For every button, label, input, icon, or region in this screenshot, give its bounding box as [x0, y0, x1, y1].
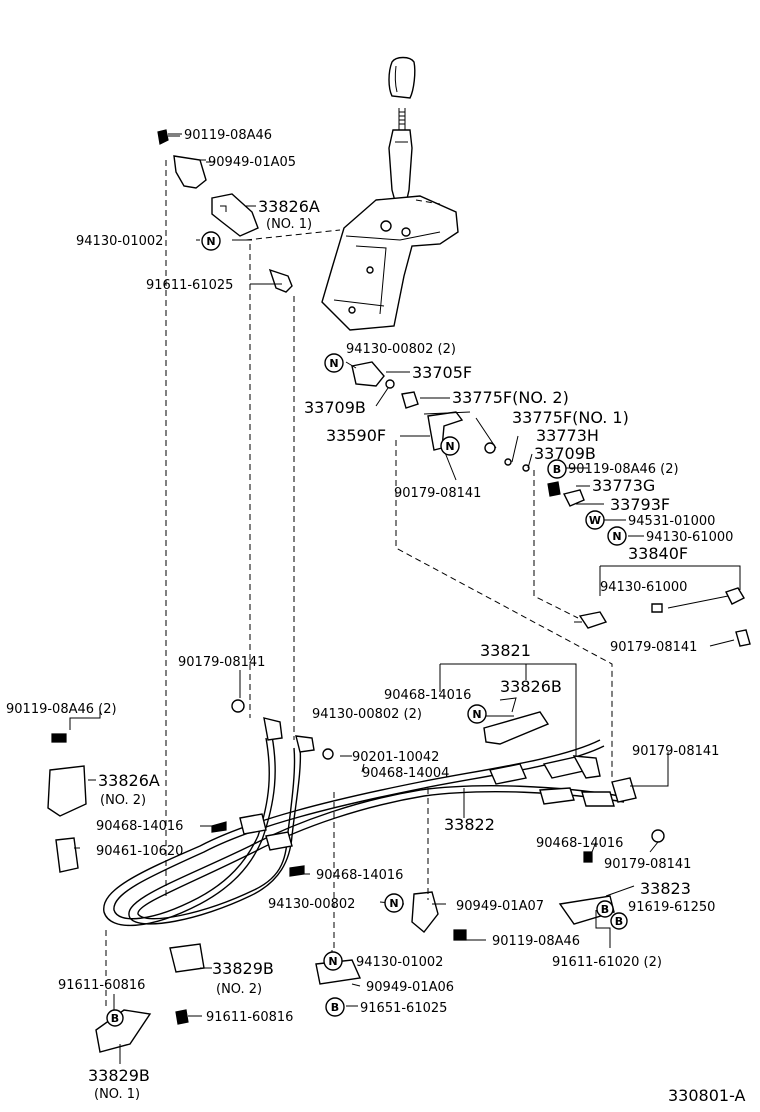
- part-label: 33823: [640, 879, 691, 898]
- part-label: 90119-08A46 (2): [6, 702, 117, 717]
- part-label: (NO. 1): [266, 217, 312, 232]
- part-label: 94130-01002: [356, 955, 443, 970]
- part-label: 33826A: [258, 197, 320, 216]
- reference-lines: [105, 160, 613, 1010]
- part-label: 90119-08A46: [184, 128, 272, 143]
- part-label: 90119-08A46 (2): [568, 462, 679, 477]
- diagram-id: 330801-A: [668, 1086, 746, 1105]
- part-label: 33822: [444, 815, 495, 834]
- n-mark: N: [445, 440, 454, 453]
- part-label: 91651-61025: [360, 1001, 447, 1016]
- selector-lever-parts: [351, 361, 585, 507]
- part-label: 91611-60816: [58, 978, 145, 993]
- n-mark: N: [472, 708, 481, 721]
- part-label: 94531-01000: [628, 514, 715, 529]
- part-labels: 90119-08A46 90949-01A05 33826A (NO. 1) 9…: [6, 128, 746, 1105]
- w-mark: W: [589, 514, 601, 527]
- part-label: 90468-14016: [316, 868, 403, 883]
- part-label: 94130-00802 (2): [312, 707, 422, 722]
- part-label: 90179-08141: [394, 486, 481, 501]
- shift-lever-assembly: [321, 56, 459, 331]
- n-mark: N: [612, 530, 621, 543]
- part-label: 90119-08A46: [492, 934, 580, 949]
- part-label: 33821: [480, 641, 531, 660]
- part-label: 90468-14016: [536, 836, 623, 851]
- part-label: 94130-61000: [646, 530, 733, 545]
- part-label: 33773G: [592, 476, 655, 495]
- part-label: 33775F(NO. 1): [512, 408, 629, 427]
- part-label: 33705F: [412, 363, 472, 382]
- part-label: 90179-08141: [610, 640, 697, 655]
- n-mark: N: [329, 357, 338, 370]
- part-label: 90179-08141: [178, 655, 265, 670]
- b-mark: B: [331, 1001, 339, 1014]
- part-label: 33840F: [628, 544, 688, 563]
- part-label: 91619-61250: [628, 900, 715, 915]
- part-label: 94130-00802 (2): [346, 342, 456, 357]
- lower-bracket-parts: [47, 697, 615, 1053]
- part-label: 91611-61025: [146, 278, 233, 293]
- part-label: 90949-01A05: [208, 155, 296, 170]
- b-mark: B: [111, 1012, 119, 1025]
- n-mark: N: [328, 955, 337, 968]
- part-label: 91611-61020 (2): [552, 955, 662, 970]
- part-label: 33829B: [88, 1066, 150, 1085]
- part-label: 33826B: [500, 677, 562, 696]
- part-label: 33826A: [98, 771, 160, 790]
- part-label: 90179-08141: [632, 744, 719, 759]
- part-label: 33773H: [536, 426, 599, 445]
- part-label: 90201-10042: [352, 750, 439, 765]
- part-label: 33709B: [304, 398, 366, 417]
- part-label: 90468-14004: [362, 766, 449, 781]
- part-label: 33829B: [212, 959, 274, 978]
- part-label: 94130-61000: [600, 580, 687, 595]
- n-mark: N: [206, 235, 215, 248]
- part-label: 90468-14016: [384, 688, 471, 703]
- shift-cables: [103, 699, 665, 927]
- part-label: (NO. 2): [100, 793, 146, 808]
- part-label: 33709B: [534, 444, 596, 463]
- b-mark: B: [553, 463, 561, 476]
- part-label: 94130-01002: [76, 234, 163, 249]
- control-rod-33840f: [574, 565, 751, 647]
- b-mark: B: [601, 903, 609, 916]
- part-label: 33793F: [610, 495, 670, 514]
- part-label: 33590F: [326, 426, 386, 445]
- part-label: 90468-14016: [96, 819, 183, 834]
- part-label: 90461-10620: [96, 844, 183, 859]
- part-label: 33775F(NO. 2): [452, 388, 569, 407]
- part-label: 90949-01A06: [366, 980, 454, 995]
- part-label: 90949-01A07: [456, 899, 544, 914]
- leader-lines: [69, 133, 735, 1064]
- n-mark: N: [389, 897, 398, 910]
- circle-marks: N N N B W N N N B B N B B: [106, 231, 628, 1027]
- part-label: 91611-60816: [206, 1010, 293, 1025]
- part-label: (NO. 1): [94, 1087, 140, 1102]
- b-mark: B: [615, 915, 623, 928]
- part-label: 94130-00802: [268, 897, 355, 912]
- part-label: (NO. 2): [216, 982, 262, 997]
- part-label: 90179-08141: [604, 857, 691, 872]
